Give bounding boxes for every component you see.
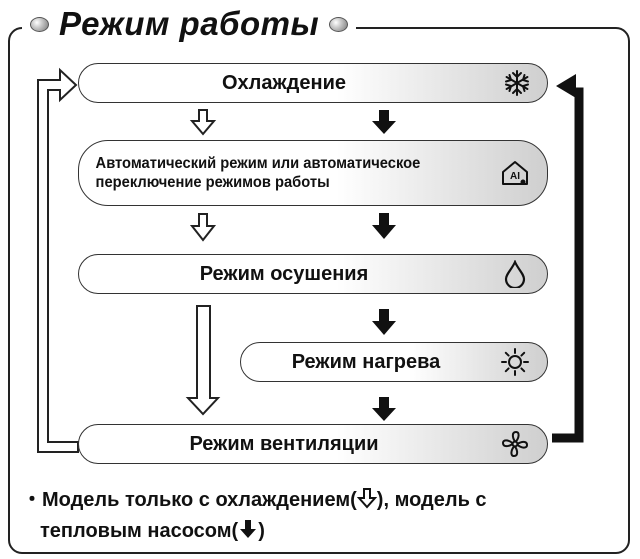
- note-line1-suffix: ), модель с: [376, 489, 487, 511]
- cooling-only-arrow-1: [189, 109, 217, 136]
- mode-dry: Режим осушения: [78, 254, 548, 294]
- sun-icon: [495, 343, 535, 381]
- water-drop-icon: [495, 255, 535, 293]
- mode-fan: Режим вентиляции: [78, 424, 548, 464]
- mode-heat: Режим нагрева: [240, 342, 548, 382]
- auto-ai-icon: AI: [495, 141, 535, 205]
- heat-pump-arrow-3: [372, 309, 396, 335]
- cooling-only-arrow-long: [185, 305, 221, 416]
- mode-fan-label: Режим вентиляции: [189, 432, 379, 455]
- note-line-2: тепловым насосом(): [40, 518, 265, 543]
- mode-cooling-label: Охлаждение: [221, 71, 346, 94]
- heat-pump-return-arrowhead: [556, 74, 576, 98]
- title-left-bullet-icon: [30, 16, 49, 32]
- diagram-title: Режим работы: [59, 5, 320, 42]
- title-right-bullet-icon: [329, 16, 349, 32]
- mode-auto-label-line2: переключение режимов работы: [95, 174, 330, 191]
- note-line2-suffix: ): [258, 520, 265, 542]
- mode-auto-label-line1: Автоматический режим или автоматическое: [95, 155, 421, 172]
- fan-icon: [495, 425, 535, 463]
- title-bar: Режим работы: [22, 4, 357, 44]
- cooling-only-return-arrow: [37, 67, 79, 453]
- outline-down-arrow-icon: [356, 488, 378, 509]
- note-line2-prefix: тепловым насосом(: [40, 520, 239, 542]
- heat-pump-arrow-1: [372, 110, 396, 134]
- heat-pump-arrow-4: [372, 397, 396, 421]
- cooling-only-arrow-2: [189, 213, 217, 242]
- snowflake-icon: [497, 64, 537, 102]
- mode-auto-label: Автоматический режим или автоматическое …: [79, 141, 473, 205]
- heat-pump-arrow-2: [372, 213, 396, 239]
- solid-down-arrow-icon: [240, 520, 257, 538]
- note-line1-prefix: Модель только с охлаждением(: [42, 489, 357, 511]
- mode-cooling: Охлаждение: [78, 63, 548, 103]
- bullet-dot: ・: [22, 489, 42, 511]
- note-line-1: ・Модель только с охлаждением( ), модель с: [22, 483, 487, 512]
- mode-auto: Автоматический режим или автоматическое …: [78, 140, 548, 206]
- mode-dry-label: Режим осушения: [199, 262, 369, 285]
- mode-heat-label: Режим нагрева: [291, 350, 441, 373]
- svg-text:AI: AI: [510, 171, 520, 182]
